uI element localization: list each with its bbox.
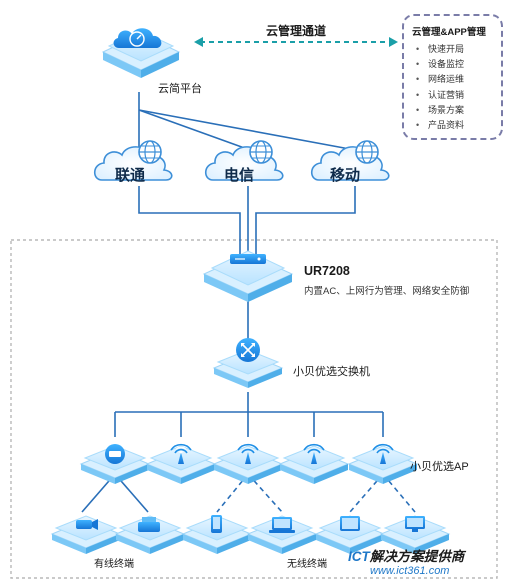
isp-cloud-mobile [310, 140, 390, 181]
ap-node-2 [213, 443, 283, 485]
tablet-icon [340, 516, 360, 531]
switch-node [213, 338, 283, 389]
globe-icon [249, 140, 273, 164]
router-model-label: UR7208 [304, 264, 350, 278]
terminal-camera [51, 515, 121, 555]
management-feature-panel: 云管理&APP管理 快速开局 设备监控 网络运维 认证营销 场景方案 产品资料 [402, 14, 503, 140]
feature-item: 场景方案 [416, 103, 464, 118]
terminal-phone [182, 515, 252, 555]
terminal-printer [115, 515, 185, 555]
small-router-icon [105, 444, 125, 464]
feature-item: 产品资料 [416, 118, 464, 133]
topology-links [81, 92, 416, 513]
terminal-monitor [380, 515, 450, 555]
router-description: 内置AC、上网行为管理、网络安全防御 [304, 286, 470, 297]
feature-list: 快速开局 设备监控 网络运维 认证营销 场景方案 产品资料 [416, 42, 464, 133]
feature-item: 认证营销 [416, 88, 464, 103]
isp-cloud-telecom [204, 140, 284, 181]
watermark-url: www.ict361.com [370, 565, 450, 577]
globe-icon [355, 140, 379, 164]
wifi-antenna-icon [237, 443, 259, 464]
router-device-icon [230, 254, 266, 264]
wifi-antenna-icon [170, 442, 192, 464]
terminal-tablet [315, 515, 385, 555]
wifi-antenna-icon [372, 443, 394, 464]
switch-label: 小贝优选交换机 [293, 366, 370, 378]
cloud-channel-label: 云管理通道 [266, 24, 327, 38]
cloud-platform-node [101, 28, 181, 78]
ap-node-router-style [80, 444, 150, 485]
cloud-icon [113, 28, 162, 48]
isp-label-telecom: 电信 [224, 167, 255, 184]
watermark-brand: ICT [348, 549, 370, 564]
monitor-icon [405, 516, 425, 532]
watermark: ICT解决方案提供商 www.ict361.com [348, 545, 464, 577]
feature-item: 设备监控 [416, 57, 464, 72]
globe-icon [138, 140, 162, 164]
ap-node-1 [146, 442, 216, 485]
watermark-text: 解决方案提供商 [369, 549, 465, 564]
panel-title: 云管理&APP管理 [412, 27, 486, 38]
ap-node-4 [348, 443, 418, 485]
wifi-antenna-icon [303, 443, 325, 464]
isp-label-mobile: 移动 [330, 167, 361, 184]
router-node [202, 250, 294, 302]
wired-terminals-label: 有线终端 [94, 559, 134, 570]
laptop-icon [269, 517, 295, 533]
cloud-platform-label: 云简平台 [158, 83, 202, 95]
isp-cloud-unicom [93, 140, 173, 181]
printer-icon [138, 517, 160, 532]
feature-item: 快速开局 [416, 42, 464, 57]
terminal-laptop [247, 515, 317, 555]
ap-label: 小贝优选AP [410, 461, 469, 473]
isp-label-unicom: 联通 [115, 167, 146, 184]
camera-icon [76, 519, 98, 530]
local-network-box [10, 239, 498, 579]
phone-icon [211, 515, 222, 533]
feature-item: 网络运维 [416, 72, 464, 87]
cloud-channel-arrow [194, 37, 398, 47]
wireless-terminals-label: 无线终端 [287, 559, 327, 570]
ap-node-3 [279, 443, 349, 485]
switch-icon [236, 338, 260, 362]
